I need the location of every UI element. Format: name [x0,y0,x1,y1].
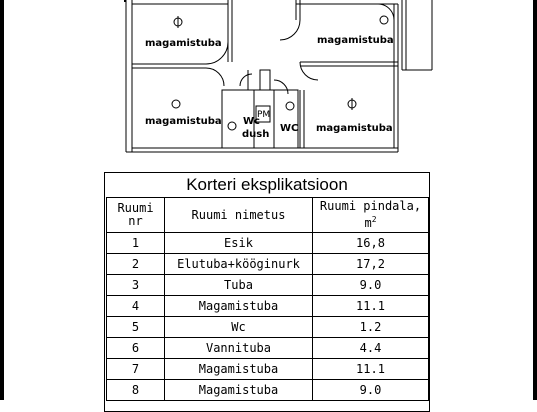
room-label-bedroom-1: magamistuba [145,38,222,49]
left-edge-bar [0,0,4,400]
cell-room-name: Magamistuba [164,358,313,380]
table-header-row: Ruumi nr Ruumi nimetus Ruumi pindala, m2 [106,197,429,233]
header-room-area-unit: m [364,216,372,230]
cell-room-number: 4 [106,295,165,317]
header-room-name-text: Ruumi nimetus [191,207,286,222]
cell-room-number: 8 [106,379,165,401]
cell-room-area: 1.2 [312,316,429,338]
cell-room-number: 3 [106,274,165,296]
cell-room-area: 17,2 [312,253,429,275]
cell-room-area: 4.4 [312,337,429,359]
cell-room-name: Magamistuba [164,379,313,401]
cell-room-number: 2 [106,253,165,275]
room-label-wc-2: WC [280,123,299,134]
cell-room-name: Vannituba [164,337,313,359]
room-label-bedroom-2: magamistuba [317,35,394,46]
room-label-bedroom-4: magamistuba [316,123,393,134]
cell-room-name: Tuba [164,274,313,296]
cell-room-name: Wc [164,316,313,338]
header-room-name: Ruumi nimetus [164,197,313,233]
cell-room-name: Esik [164,232,313,254]
header-room-area-line1: Ruumi pindala, [319,199,422,213]
room-label-pm: PM [257,110,271,120]
cell-room-name: Magamistuba [164,295,313,317]
cell-room-name: Elutuba+kööginurk [164,253,313,275]
header-room-number-line2: nr [128,214,143,228]
cell-room-number: 6 [106,337,165,359]
cell-room-area: 11.1 [312,295,429,317]
cell-room-area: 11.1 [312,358,429,380]
cell-room-number: 7 [106,358,165,380]
explication-table: Ruumi nr Ruumi nimetus Ruumi pindala, m2… [106,197,429,401]
cell-room-number: 1 [106,232,165,254]
right-edge-bar [533,0,537,400]
header-room-number-line1: Ruumi [117,201,154,215]
room-label-bedroom-3: magamistuba [145,116,222,127]
table-title: Korteri eksplikatsioon [186,175,348,194]
cell-room-area: 9.0 [312,379,429,401]
floor-plan [124,0,433,153]
room-label-wc: Wc [243,116,260,127]
cell-room-number: 5 [106,316,165,338]
header-room-area: Ruumi pindala, m2 [312,197,429,233]
room-label-dush: dush [242,129,270,140]
header-room-number: Ruumi nr [106,197,165,233]
cell-room-area: 16,8 [312,232,429,254]
cell-room-area: 9.0 [312,274,429,296]
header-room-area-sup: 2 [371,215,377,224]
